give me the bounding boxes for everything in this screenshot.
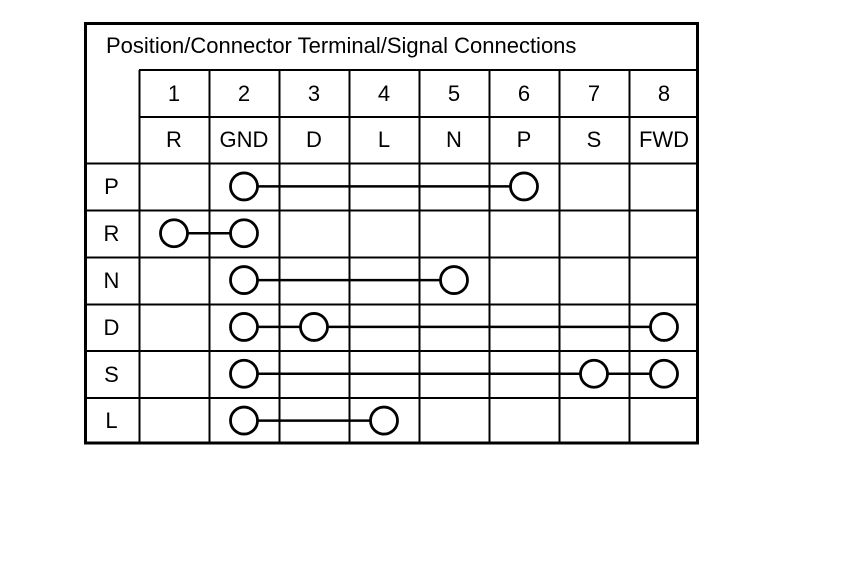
table-outer-border <box>84 22 699 445</box>
terminal-circle <box>229 358 259 389</box>
signal-header-fwd: FWD <box>638 127 690 152</box>
terminal-circle <box>509 171 539 202</box>
signal-header-gnd: GND <box>219 127 269 152</box>
table-title: Position/Connector Terminal/Signal Conne… <box>106 33 577 58</box>
terminal-header-8: 8 <box>657 80 671 106</box>
signal-header-s: S <box>586 127 602 152</box>
signal-header-p: P <box>516 127 532 152</box>
terminal-header-1: 1 <box>167 80 181 106</box>
row-label-p: P <box>104 173 119 199</box>
terminal-header-3: 3 <box>307 80 321 106</box>
terminal-circle <box>649 312 679 342</box>
terminal-circle <box>229 171 259 202</box>
terminal-circle <box>299 312 329 342</box>
row-label-n: N <box>103 267 120 293</box>
terminal-header-2: 2 <box>237 80 251 106</box>
terminal-circle <box>229 265 259 295</box>
terminal-circle <box>579 358 609 389</box>
terminal-header-7: 7 <box>587 80 601 106</box>
terminal-circle <box>159 218 189 249</box>
terminal-header-4: 4 <box>377 80 391 106</box>
row-label-r: R <box>103 220 120 246</box>
terminal-circle <box>229 405 259 436</box>
row-label-d: D <box>103 314 120 340</box>
signal-header-d: D <box>306 127 322 152</box>
table-horizontal-lines <box>87 69 697 399</box>
terminal-header-5: 5 <box>447 80 461 106</box>
table-vertical-lines <box>138 70 631 442</box>
signal-header-l: L <box>377 127 391 152</box>
terminal-circle <box>229 312 259 342</box>
connection-jumpers <box>159 171 679 436</box>
terminal-circle <box>439 265 469 295</box>
terminal-circle <box>369 405 399 436</box>
terminal-header-6: 6 <box>517 80 531 106</box>
signal-header-r: R <box>166 127 182 152</box>
row-label-s: S <box>104 361 119 387</box>
row-label-l: L <box>105 407 118 433</box>
terminal-circle <box>649 358 679 389</box>
signal-header-n: N <box>446 127 462 152</box>
terminal-circle <box>229 218 259 249</box>
